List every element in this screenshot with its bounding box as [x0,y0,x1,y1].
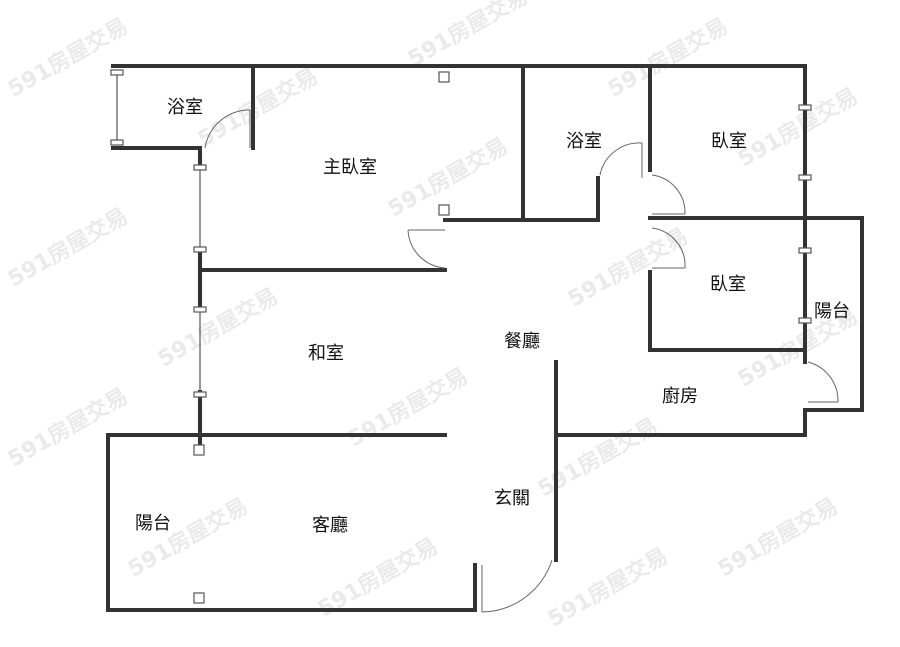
room-label-bedroom1: 臥室 [711,131,747,152]
room-label-bedroom2: 臥室 [710,274,746,295]
top-wall [111,64,807,220]
room-label-balcony-west: 陽台 [135,513,171,534]
room-label-master-bedroom: 主臥室 [323,157,377,178]
windows [110,69,812,604]
room-label-entrance: 玄關 [494,488,530,509]
room-label-bath2: 浴室 [566,131,602,152]
room-label-kitchen: 廚房 [662,386,698,407]
doors [204,109,839,613]
living-wall [106,433,477,612]
room-label-japanese-room: 和室 [308,343,344,364]
room-label-dining: 餐廳 [504,331,540,352]
room-label-balcony-east: 陽台 [814,301,850,322]
kitchen-bottom-wall [558,408,807,437]
room-label-living-room: 客廳 [312,515,348,536]
room-label-bath1: 浴室 [167,97,203,118]
walls [106,64,864,612]
balcony-east-wall [648,216,864,412]
